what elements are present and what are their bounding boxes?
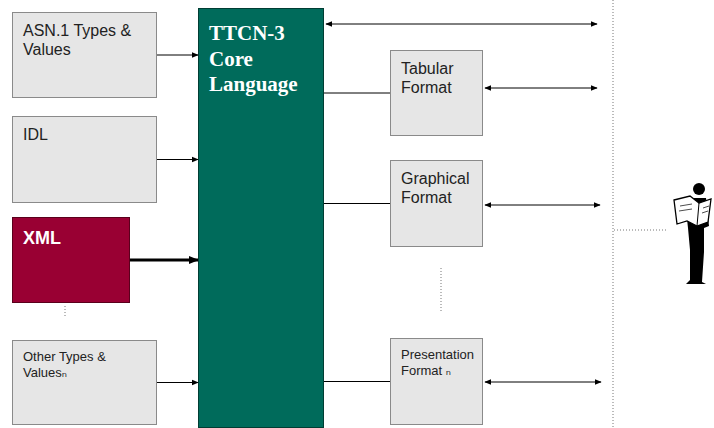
type-source-box: Other Types & Valuesₙ [12,340,157,425]
core-language-block: TTCN-3 Core Language [198,8,324,428]
double-arrow [485,382,601,383]
double-arrow [485,205,600,206]
box-label: Other Types & Valuesₙ [23,349,146,380]
connector [130,259,198,262]
format-box: Presentation Format ₙ [390,338,483,425]
double-arrow [326,24,597,25]
box-label: Graphical Format [401,169,472,207]
type-source-box: IDL [12,116,157,203]
connector [157,382,198,383]
double-arrow [485,88,597,89]
connector [324,381,390,382]
box-label: ASN.1 Types & Values [23,21,146,59]
dotted-divider [613,0,614,428]
reader-figure [674,183,711,284]
box-label: IDL [23,125,146,144]
dotted-link [614,230,668,231]
box-label: TTCN-3 Core Language [209,21,313,98]
connector [157,159,198,160]
ellipsis-dots [65,306,66,316]
type-source-box: ASN.1 Types & Values [12,12,157,98]
box-label: Tabular Format [401,59,472,97]
type-source-box: XML [12,217,130,303]
connector [157,55,198,56]
connector [324,203,390,204]
connector [324,93,390,94]
box-label: XML [23,228,119,250]
format-box: Tabular Format [390,50,483,136]
box-label: Presentation Format ₙ [401,347,472,378]
ellipsis-dots [441,268,442,312]
format-box: Graphical Format [390,160,483,247]
